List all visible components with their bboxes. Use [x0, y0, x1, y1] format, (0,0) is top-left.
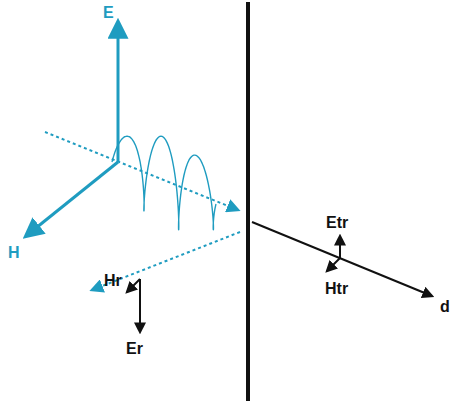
e-field-axis: [117, 22, 120, 162]
transmitted-h-arrow: [327, 258, 340, 271]
wave-curve: [112, 136, 216, 230]
h-field-axis: [26, 162, 118, 236]
transmitted-h-label: Htr: [325, 280, 348, 298]
reflected-e-label: Er: [126, 340, 143, 358]
e-field-label: E: [103, 4, 114, 22]
reflected-direction: [92, 232, 240, 290]
reflected-h-arrow: [127, 279, 140, 292]
transmitted-e-arrow: [339, 236, 341, 258]
boundary-line: [246, 2, 250, 401]
reflected-e-arrow: [139, 279, 141, 332]
transmitted-e-label: Etr: [326, 214, 348, 232]
depth-label: d: [440, 298, 450, 316]
h-field-label: H: [8, 244, 20, 262]
reflected-h-label: Hr: [104, 272, 122, 290]
